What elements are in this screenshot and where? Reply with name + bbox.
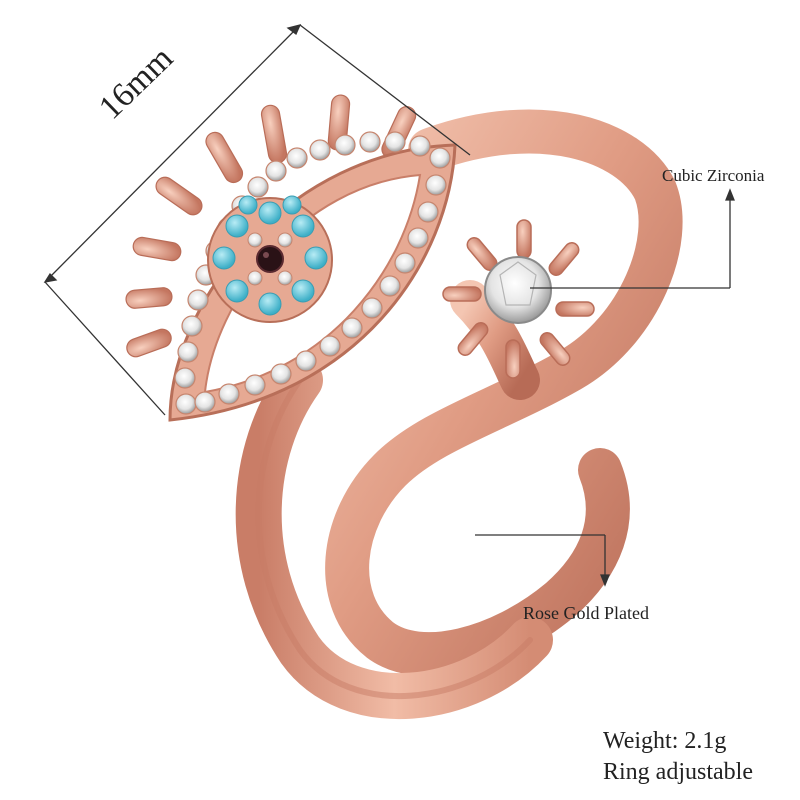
dimension-indicator	[43, 24, 471, 416]
adjustable-label: Ring adjustable	[603, 759, 753, 785]
rose-gold-callout-line	[475, 534, 610, 587]
weight-label: Weight: 2.1g	[603, 728, 727, 754]
zirconia-callout-line	[530, 188, 735, 289]
cubic-zirconia-label: Cubic Zirconia	[662, 166, 765, 185]
rose-gold-label: Rose Gold Plated	[523, 603, 649, 623]
evil-eye-head	[125, 94, 457, 422]
solitaire-setting	[442, 219, 595, 379]
zirconia-stone	[484, 256, 552, 324]
pupil-stone	[256, 245, 284, 273]
